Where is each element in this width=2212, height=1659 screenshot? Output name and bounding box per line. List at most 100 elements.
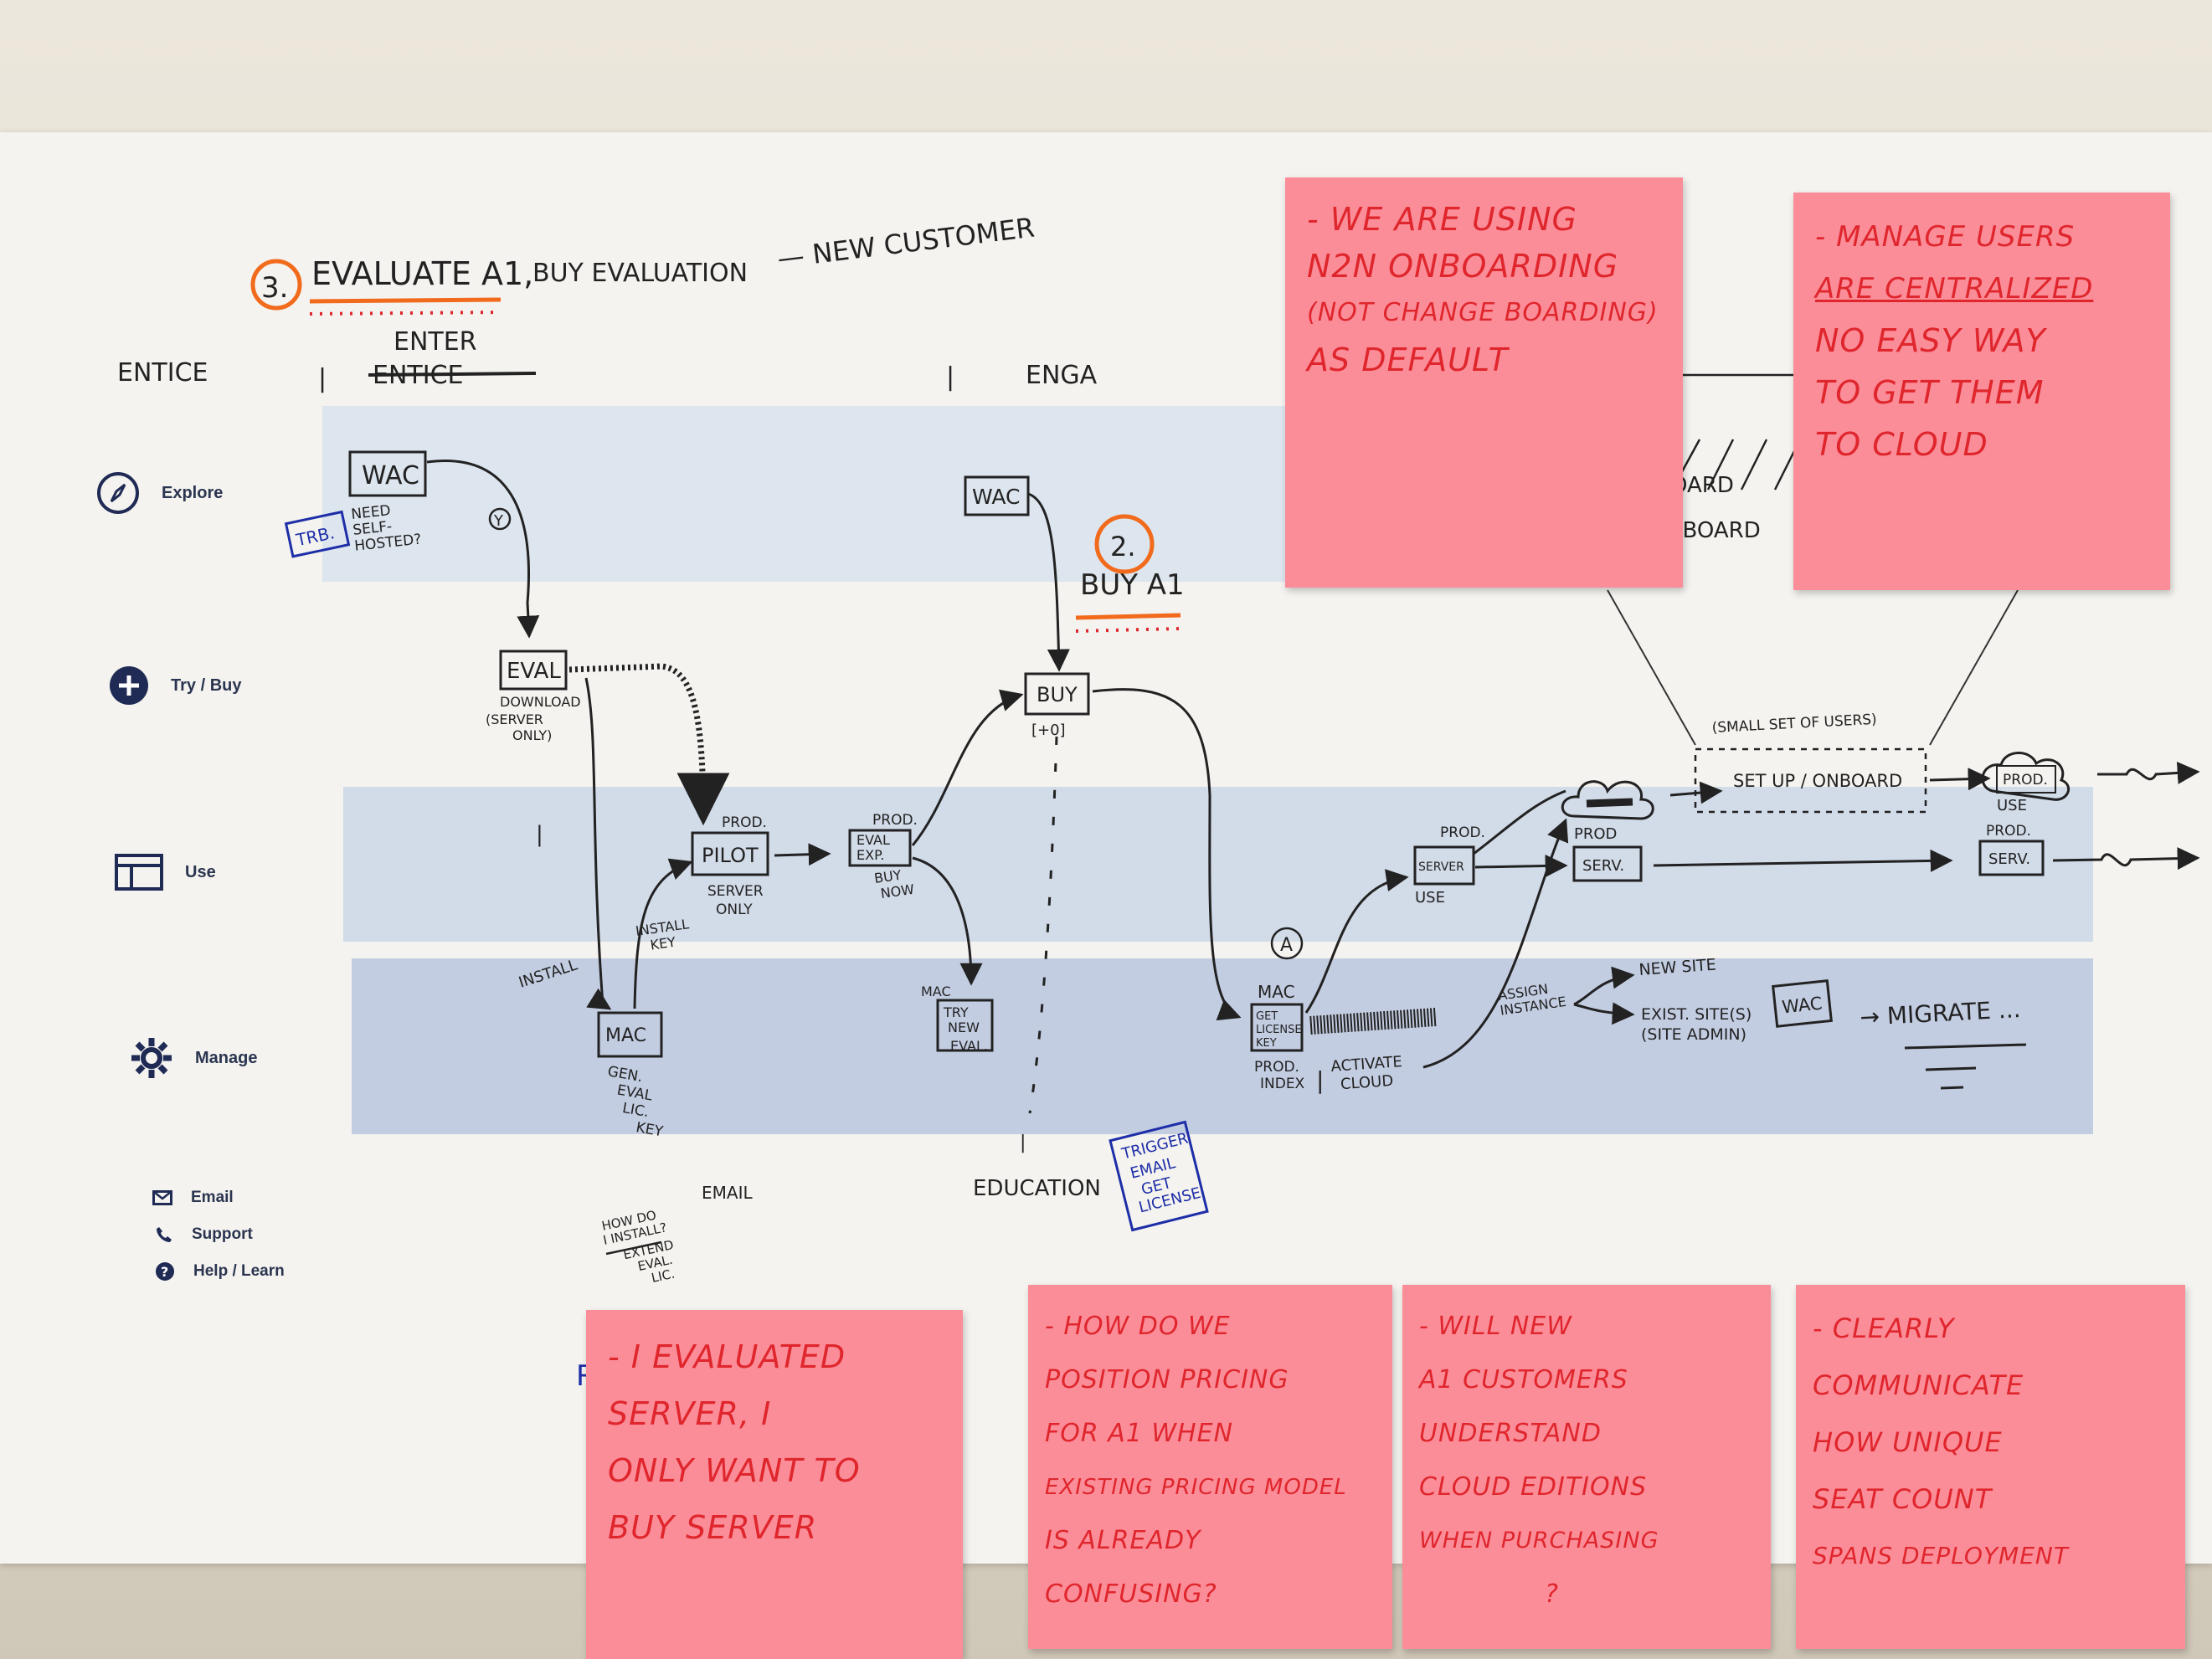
pilot-box: [691, 831, 769, 876]
getkey-box: [1250, 1003, 1304, 1052]
buy-now: BUY NOW: [873, 865, 915, 902]
sticky-line: HOW UNIQUE: [1813, 1426, 2003, 1458]
band-manage: [352, 958, 2093, 1134]
sticky-note-seat-count: - CLEARLY COMMUNICATE HOW UNIQUE SEAT CO…: [1796, 1285, 2185, 1649]
cloud-scribble: [1586, 798, 1633, 808]
sidebar-link-support[interactable]: Support: [155, 1225, 253, 1244]
sticky-connector-right: [1929, 589, 2019, 746]
pilot-tag: PROD.: [722, 814, 767, 831]
wac-label-3: WAC: [1781, 994, 1824, 1018]
evalexp-label: EVAL EXP.: [857, 832, 894, 863]
a-mark: A: [1280, 935, 1293, 956]
sidebar-item-manage[interactable]: Manage: [130, 1036, 257, 1080]
buy-title-underline: [1075, 613, 1181, 620]
prod-tag: PROD: [1574, 825, 1617, 843]
sticky-note-cloud-editions: - WILL NEW A1 CUSTOMERS UNDERSTAND CLOUD…: [1402, 1285, 1771, 1649]
sticky-line: COMMUNICATE: [1813, 1369, 2024, 1401]
heading-title: EVALUATE A1,: [311, 255, 533, 292]
buy-sub: [+0]: [1031, 722, 1066, 739]
sticky-line: ARE CENTRALIZED: [1815, 272, 2094, 306]
buy-number-circle: [1094, 514, 1155, 574]
migrate-underline: [1904, 1043, 2027, 1090]
prodserv-label: SERV.: [1988, 850, 2030, 868]
arrow-server-cloud: [1473, 789, 1566, 855]
stage-separator-1: |: [318, 364, 327, 393]
sidebar-item-try-buy[interactable]: Try / Buy: [109, 665, 241, 706]
sticky-line: BUY SERVER: [608, 1509, 818, 1546]
sticky-connector-left: [1607, 589, 1696, 746]
serv-box: [1572, 845, 1643, 882]
sidebar-link-help[interactable]: ? Help / Learn: [155, 1261, 285, 1281]
need-self-hosted: NEED SELF- HOSTED?: [350, 500, 422, 555]
a-circle: [1270, 927, 1304, 960]
help-icon: ?: [155, 1261, 175, 1281]
eval-note: DOWNLOAD (SERVER ONLY): [486, 694, 585, 743]
mac-box-1: [597, 1011, 663, 1058]
sticky-line: POSITION PRICING: [1045, 1365, 1289, 1394]
arrow-setup-produse: [1929, 768, 1991, 791]
education-tick: |: [1020, 1133, 1026, 1153]
evalexp-box: [848, 829, 912, 867]
sidebar-item-label: Explore: [162, 483, 224, 502]
mac-label-1: MAC: [605, 1025, 646, 1046]
trynew-box: [936, 999, 994, 1052]
getkey-label: GET LICENSE KEY: [1256, 1010, 1305, 1050]
squiggle-arrow-2: [2052, 847, 2200, 871]
exist-site: EXIST. SITE(S) (SITE ADMIN): [1641, 1005, 1757, 1044]
arrow-assign-newsite: [1573, 966, 1635, 1006]
trigger-box: [1109, 1120, 1209, 1232]
stage-entice: ENTICE: [117, 358, 208, 388]
sidebar-link-email[interactable]: Email: [152, 1189, 234, 1207]
sticky-line: IS ALREADY: [1045, 1526, 1201, 1555]
email-flow-label: EMAIL: [702, 1183, 753, 1203]
eval-box: [499, 650, 568, 691]
sticky-line: A1 CUSTOMERS: [1419, 1365, 1628, 1394]
trial-box: [284, 510, 351, 558]
produse-label: PROD.: [2003, 772, 2048, 788]
mac-label-3: MAC: [1258, 982, 1295, 1002]
gear-icon: [130, 1036, 173, 1080]
arrow-eval-mac: [584, 677, 612, 1010]
layout-icon: [115, 854, 163, 891]
sticky-line: - WE ARE USING: [1307, 201, 1577, 238]
scribble-arrow-eval-pilot: [568, 663, 730, 826]
sidebar-link-label: Help / Learn: [193, 1262, 285, 1280]
wac-box-1: [348, 450, 427, 497]
prodserv-tag: PROD.: [1986, 823, 2031, 840]
mail-icon: [152, 1190, 172, 1205]
sticky-line: FOR A1 WHEN: [1045, 1419, 1234, 1448]
how-install: HOW DO I INSTALL? EXTEND EVAL. LIC.: [599, 1204, 685, 1294]
sidebar-item-label: Use: [185, 862, 216, 881]
buy-title-dots: [1075, 627, 1181, 633]
sticky-line: N2N ONBOARDING: [1307, 248, 1619, 285]
arrow-mac-pilot: [633, 858, 693, 1009]
sticky-note-manage-users: - MANAGE USERS ARE CENTRALIZED NO EASY W…: [1793, 193, 2170, 590]
compass-icon: [96, 471, 140, 515]
wac-box-2: [964, 475, 1030, 516]
arrow-server-serv: [1474, 854, 1568, 877]
sticky-line: ?: [1545, 1579, 1559, 1609]
y-circle: [488, 507, 512, 531]
cloud-icon-2: [1981, 752, 2071, 801]
server-use-tag: PROD.: [1440, 824, 1485, 841]
buy-label: BUY: [1037, 683, 1078, 706]
buy-number: 2.: [1110, 531, 1136, 562]
sticky-line: SERVER, I: [608, 1395, 772, 1432]
sticky-line: - MANAGE USERS: [1815, 220, 2076, 254]
sidebar-item-label: Manage: [195, 1048, 258, 1067]
evalexp-tag: PROD.: [872, 812, 918, 829]
heading-dots: [309, 311, 502, 316]
prod-index: PROD. INDEX: [1254, 1059, 1305, 1092]
sticky-line: SEAT COUNT: [1813, 1483, 1993, 1515]
stage-enter: ENTER: [394, 327, 477, 357]
sidebar-item-explore[interactable]: Explore: [96, 471, 223, 515]
buy-title: BUY A1: [1080, 568, 1185, 602]
serv-label: SERV.: [1582, 857, 1624, 875]
mac-tag-2: MAC: [921, 984, 951, 999]
sidebar-item-use[interactable]: Use: [115, 854, 216, 891]
how-install-divider: [605, 1240, 662, 1256]
separator-mark: |: [536, 822, 543, 847]
wac-label-1: WAC: [362, 461, 419, 491]
sticky-line: CONFUSING?: [1045, 1579, 1217, 1609]
sidebar-link-label: Email: [191, 1189, 234, 1206]
